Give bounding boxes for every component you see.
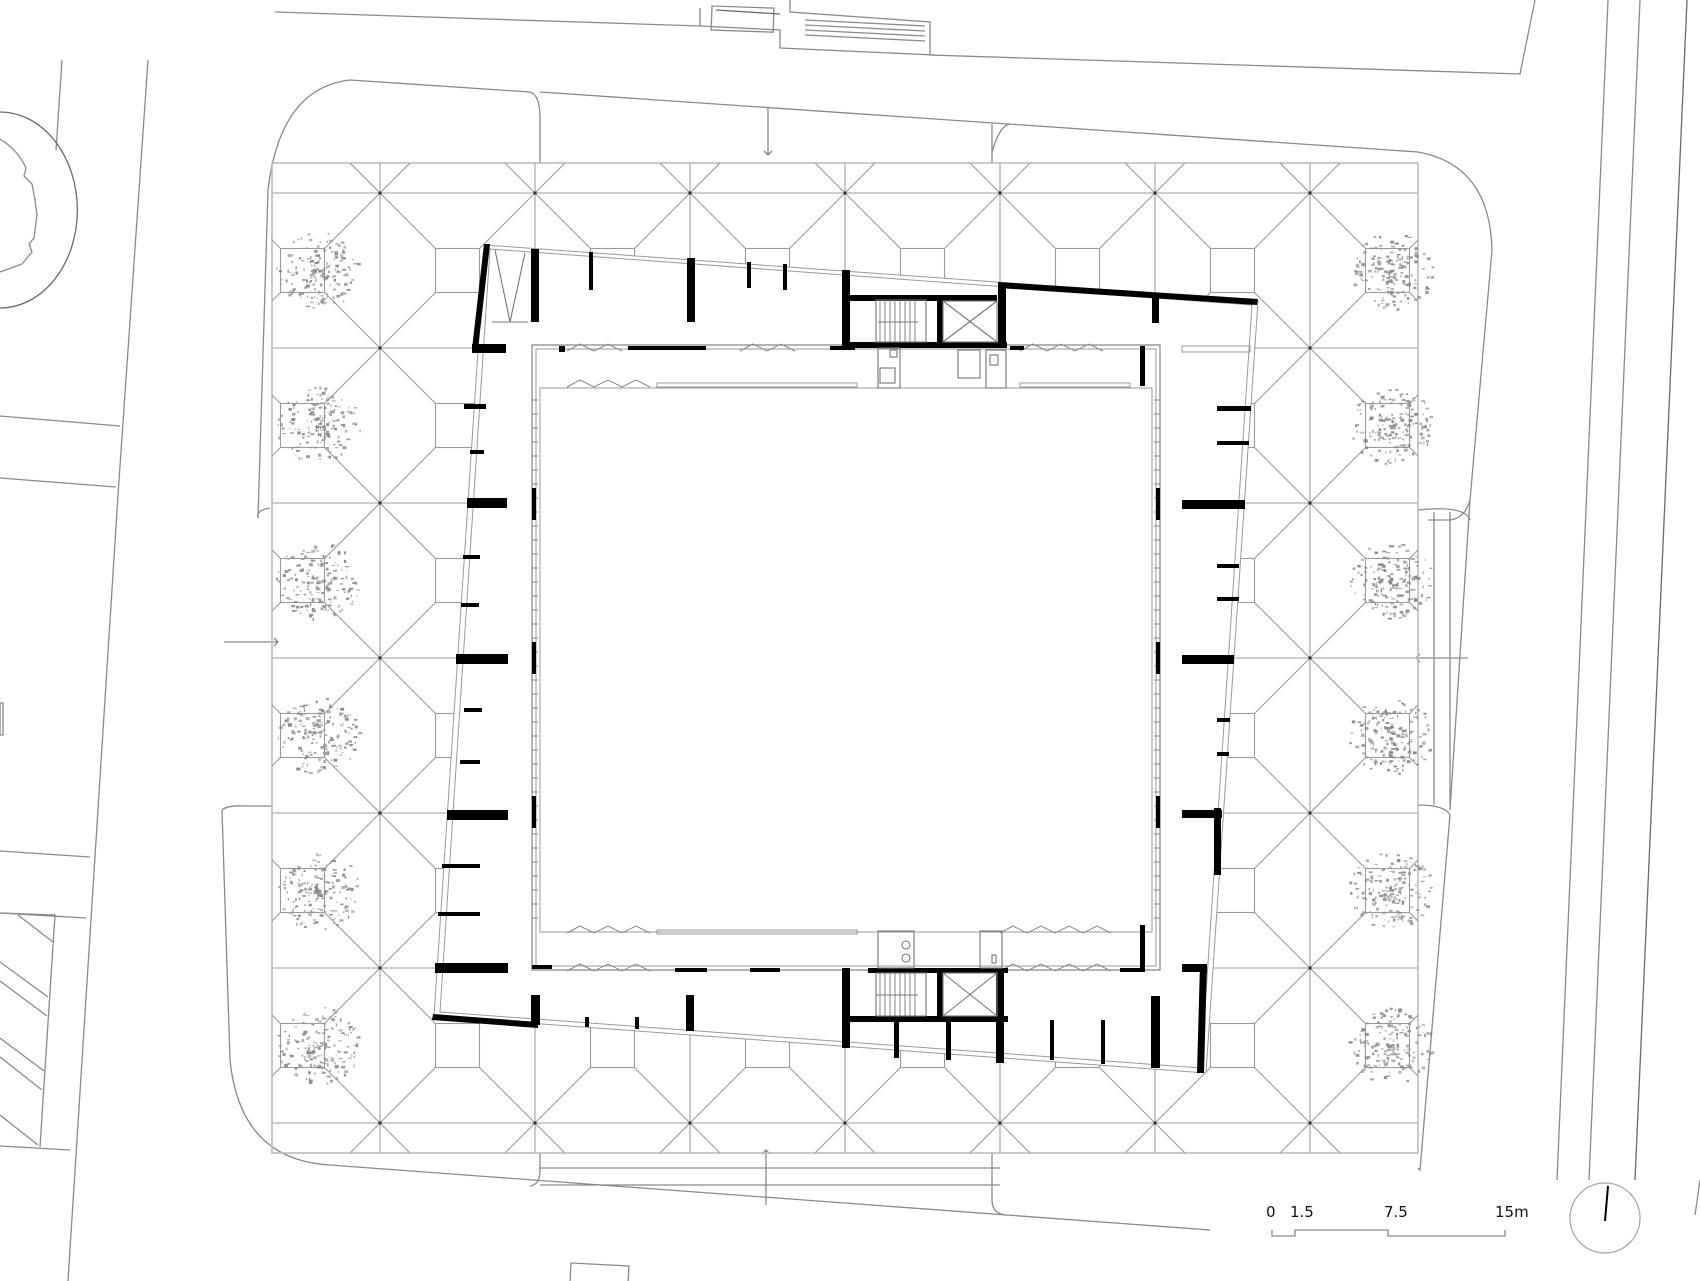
perimeter-fins <box>435 249 1251 1064</box>
south-core <box>842 930 1008 1063</box>
scale-label-7-5: 7.5 <box>1384 1203 1408 1221</box>
wc-south <box>877 930 1003 969</box>
entry-arrow-north <box>763 108 773 156</box>
courtyard <box>531 344 1161 971</box>
elevator-north <box>942 300 998 343</box>
round-planter <box>0 111 79 309</box>
stair-north <box>875 299 927 343</box>
parking-hatch <box>0 702 56 1148</box>
entrance-steps-top <box>804 19 926 42</box>
stair-south <box>875 972 927 1017</box>
scale-label-15m: 15m <box>1495 1203 1529 1221</box>
scale-label-1-5: 1.5 <box>1290 1203 1314 1221</box>
entry-arrow-west <box>224 637 279 647</box>
building <box>432 244 1259 1074</box>
elevator-south <box>942 972 998 1017</box>
trees <box>276 232 1435 1085</box>
north-core <box>842 270 1007 389</box>
scale-bar <box>1271 1229 1506 1237</box>
north-arrow-icon <box>1569 1182 1641 1254</box>
nw-stair <box>492 249 528 323</box>
south-gallery <box>532 925 1145 972</box>
scale-label-0: 0 <box>1266 1203 1276 1221</box>
exterior-walls <box>432 244 1258 1073</box>
wc-north <box>877 347 1007 389</box>
